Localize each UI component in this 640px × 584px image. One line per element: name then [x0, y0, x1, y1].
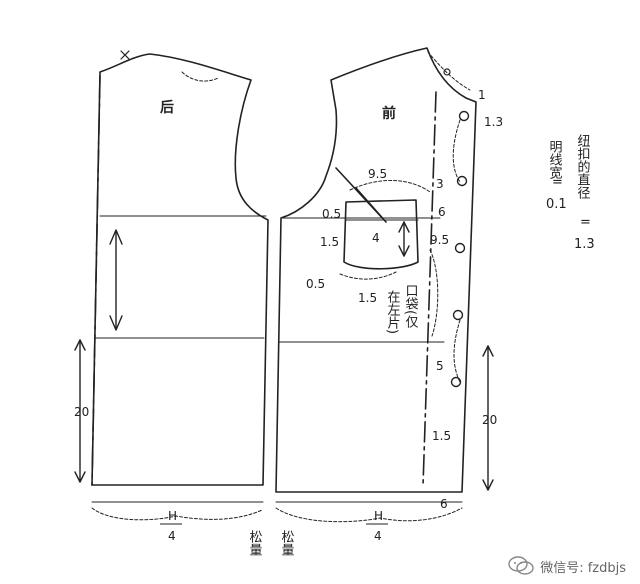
- button: [454, 242, 466, 254]
- button: [452, 309, 464, 321]
- arrowhead: [74, 339, 86, 483]
- dim-h-left: H: [168, 509, 177, 523]
- dim-pocket-4: 4: [372, 231, 380, 245]
- dim-front-20: 20: [482, 413, 497, 427]
- arrowhead: [398, 221, 410, 257]
- placket-width-value: 0.1: [546, 197, 567, 212]
- dim-button-5: 5: [436, 359, 444, 373]
- button-arc: [452, 119, 461, 183]
- arrowhead: [109, 229, 123, 331]
- dim-pocket-1-5-b: 1.5: [358, 291, 377, 305]
- button-arc-2: [453, 319, 461, 383]
- pocket-arc-bottom: [339, 271, 397, 280]
- placket-width-eq: =: [552, 175, 563, 190]
- back-grain-mark: [120, 50, 130, 60]
- dim-neck-1: 1: [478, 88, 486, 102]
- dim-h-right: H: [374, 509, 383, 523]
- ease-right-label: 松量: [279, 530, 295, 556]
- dim-neck-1-3: 1.3: [484, 115, 503, 129]
- placket-width-label: 明线宽: [547, 140, 563, 180]
- button-diameter-label: 纽扣的直径: [575, 134, 591, 199]
- shoulder-arc: [427, 51, 471, 91]
- dim-pocket-0-5-b: 0.5: [306, 277, 325, 291]
- dim-4-left: 4: [168, 529, 176, 543]
- dim-pocket-0-5-a: 0.5: [322, 207, 341, 221]
- pocket-outline: [343, 199, 419, 270]
- neck-arc: [181, 71, 219, 82]
- pocket-note-1: 口袋(仅: [403, 284, 419, 329]
- dim-4-right: 4: [374, 529, 382, 543]
- pocket-dart: [335, 167, 387, 223]
- dim-pocket-9-5-side: 9.5: [430, 233, 449, 247]
- dim-pocket-6: 6: [438, 205, 446, 219]
- dim-pocket-3: 3: [436, 177, 444, 191]
- back-center-line: [91, 75, 101, 486]
- dim-back-20: 20: [74, 405, 89, 419]
- hem-arc-right: [275, 507, 463, 523]
- button: [458, 110, 470, 122]
- dim-pocket-9-5-top: 9.5: [368, 167, 387, 181]
- front-piece-outline: [275, 47, 477, 493]
- dim-pocket-1-5-a: 1.5: [320, 235, 339, 249]
- back-piece-outline: [91, 53, 269, 486]
- ease-left-label: 松量: [247, 530, 263, 556]
- front-label: 前: [382, 105, 396, 122]
- hem-arc-left: [91, 507, 263, 521]
- dim-button-1-5: 1.5: [432, 429, 451, 443]
- button-diameter-eq: =: [580, 215, 591, 230]
- watermark-text: 微信号: fzdbjs: [540, 560, 626, 576]
- button-diameter-value: 1.3: [574, 237, 595, 252]
- pocket-arc-right: [429, 249, 439, 337]
- button: [450, 376, 462, 388]
- back-label: 后: [160, 99, 174, 116]
- button: [456, 175, 468, 187]
- wechat-icon: [508, 556, 534, 575]
- watermark: 微信号: fzdbjs: [508, 556, 626, 576]
- arrowhead: [482, 345, 494, 491]
- pocket-arc-top: [349, 180, 431, 193]
- pocket-note-2: 在左片): [385, 290, 401, 334]
- front-placket-line: [422, 91, 437, 487]
- dim-hem-6: 6: [440, 497, 448, 511]
- front-grain-mark: [443, 68, 451, 76]
